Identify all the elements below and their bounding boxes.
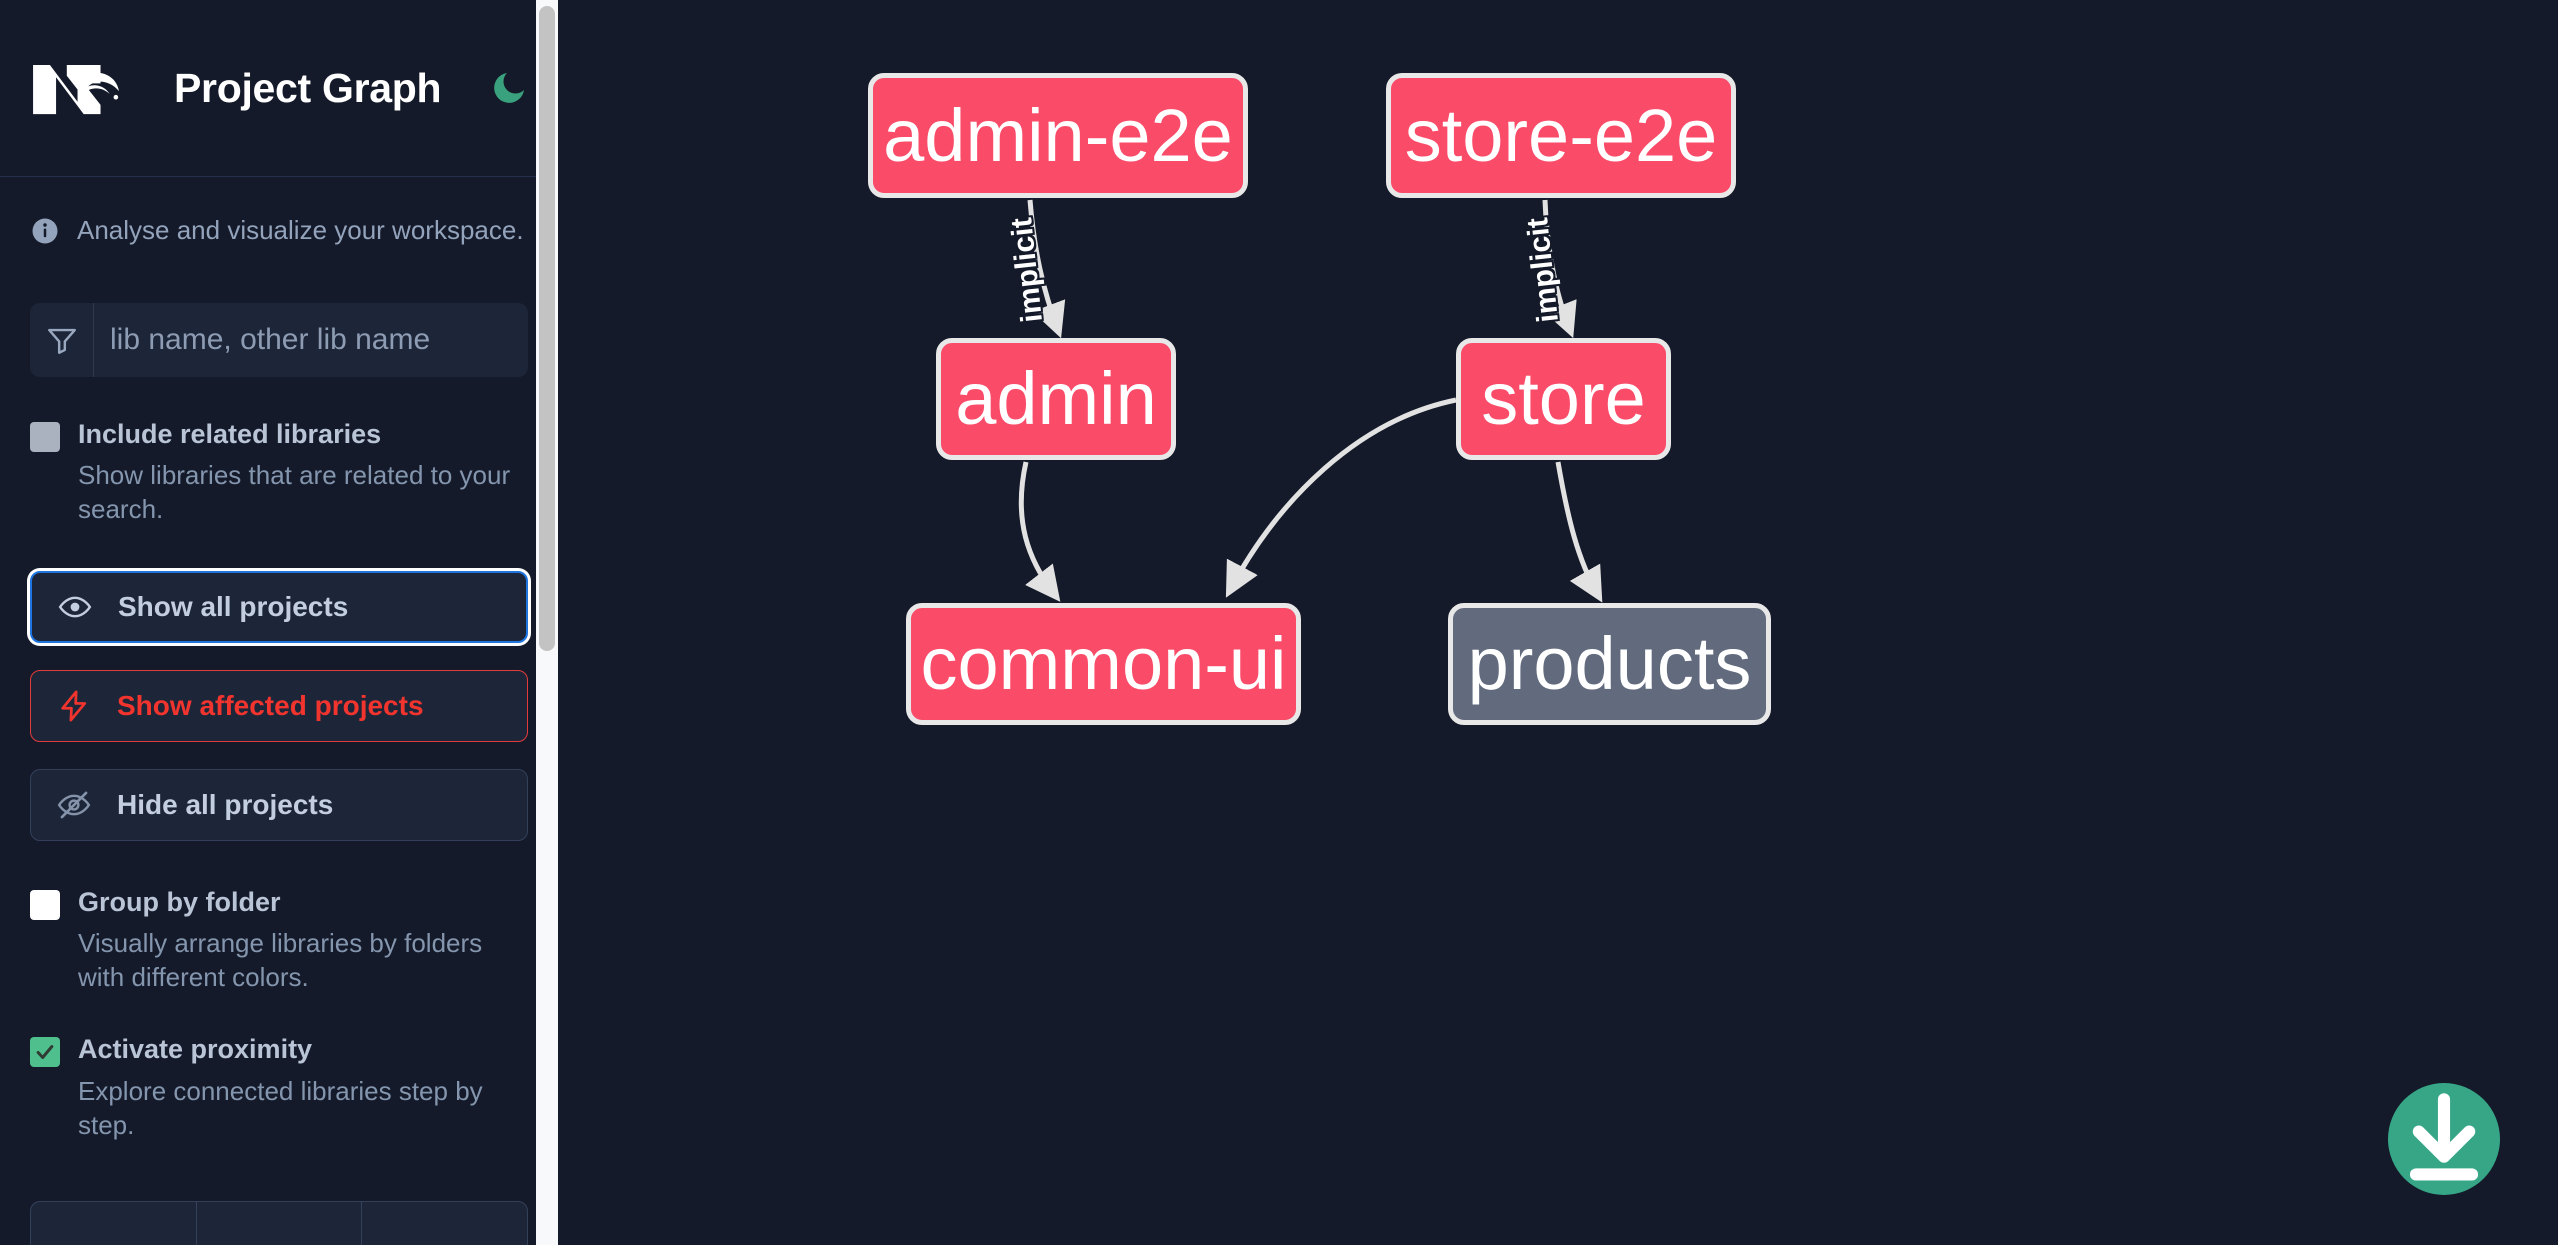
- graph-node-store-e2e[interactable]: store-e2e: [1386, 73, 1736, 198]
- sidebar: Project Graph Analyse and visualize your…: [0, 0, 558, 1245]
- projects-button-group: Show all projects Show affected projects: [0, 527, 558, 841]
- graph-node-admin[interactable]: admin: [936, 338, 1176, 460]
- checkbox-description: Explore connected libraries step by step…: [78, 1075, 483, 1140]
- checkbox-box[interactable]: [30, 889, 60, 920]
- sidebar-header: Project Graph: [0, 0, 558, 177]
- graph-node-store[interactable]: store: [1456, 338, 1671, 460]
- moon-icon[interactable]: [486, 65, 532, 111]
- sidebar-scrollbar-thumb[interactable]: [539, 6, 555, 651]
- filter-icon: [30, 303, 94, 377]
- filter-row: [30, 303, 528, 377]
- checkbox-label: Group by folder: [78, 886, 281, 917]
- checkbox-include-related-libraries[interactable]: Include related libraries Show libraries…: [0, 377, 558, 527]
- bottom-group-segment-2[interactable]: [197, 1202, 363, 1245]
- edge-admin-e2e-admin: [1027, 199, 1066, 339]
- nx-logo-icon: [30, 57, 122, 119]
- graph-node-products[interactable]: products: [1448, 603, 1771, 725]
- show-all-projects-label: Show all projects: [118, 590, 349, 622]
- hide-all-projects-label: Hide all projects: [117, 788, 334, 820]
- info-icon: [30, 216, 60, 251]
- graph-node-label: store-e2e: [1404, 93, 1718, 177]
- checkbox-box[interactable]: [30, 1037, 60, 1068]
- eye-icon: [58, 590, 92, 624]
- workspace-note: Analyse and visualize your workspace.: [0, 177, 558, 251]
- graph-node-label: admin-e2e: [883, 93, 1233, 177]
- edge-store-e2e-store: [1542, 199, 1577, 339]
- checkbox-label: Activate proximity: [78, 1034, 313, 1065]
- graph-node-label: common-ui: [920, 622, 1287, 705]
- bottom-group-segment-1[interactable]: [31, 1202, 197, 1245]
- show-affected-projects-button[interactable]: Show affected projects: [30, 669, 528, 742]
- lightning-icon: [57, 689, 91, 723]
- checkbox-group-by-folder[interactable]: Group by folder Visually arrange librari…: [0, 841, 558, 995]
- show-all-projects-button[interactable]: Show all projects: [30, 570, 528, 643]
- checkbox-description: Show libraries that are related to your …: [78, 460, 511, 525]
- graph-node-label: store: [1481, 357, 1646, 440]
- workspace-note-text: Analyse and visualize your workspace.: [77, 215, 524, 245]
- page-title: Project Graph: [174, 64, 442, 111]
- edge-store-common-ui: [1225, 397, 1457, 598]
- bottom-button-group[interactable]: [30, 1201, 528, 1245]
- checkbox-description: Visually arrange libraries by folders wi…: [78, 927, 483, 993]
- download-button[interactable]: [2388, 1083, 2500, 1195]
- edge-store-products: [1555, 461, 1603, 603]
- search-input[interactable]: [94, 303, 528, 377]
- graph-node-admin-e2e[interactable]: admin-e2e: [868, 73, 1248, 198]
- graph-canvas[interactable]: admin-e2e store-e2e admin store common-u…: [558, 0, 2558, 1245]
- edge-admin-common-ui: [1018, 461, 1061, 602]
- checkbox-activate-proximity[interactable]: Activate proximity Explore connected lib…: [0, 994, 558, 1142]
- sidebar-scrollbar[interactable]: [536, 0, 558, 1245]
- hide-all-projects-button[interactable]: Hide all projects: [30, 768, 528, 841]
- show-affected-projects-label: Show affected projects: [117, 689, 424, 721]
- graph-node-common-ui[interactable]: common-ui: [906, 603, 1301, 725]
- eye-off-icon: [57, 788, 91, 822]
- graph-node-label: admin: [955, 357, 1157, 440]
- graph-edges: [1018, 199, 1603, 603]
- graph-node-label: products: [1467, 622, 1752, 705]
- checkbox-label: Include related libraries: [78, 419, 382, 449]
- bottom-group-segment-3[interactable]: [362, 1202, 527, 1245]
- checkbox-box[interactable]: [30, 422, 60, 452]
